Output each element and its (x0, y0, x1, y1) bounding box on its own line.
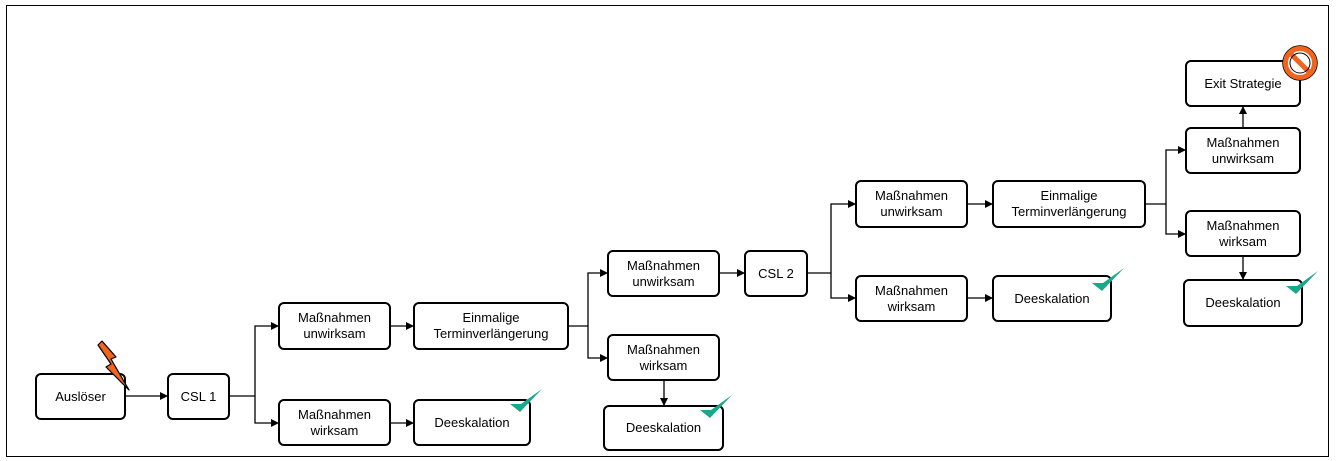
node-c-verlaengerung: Einmalige Terminverlängerung (992, 180, 1146, 228)
node-c-unwirksam: Maßnahmen unwirksam (855, 180, 968, 228)
node-b-unwirksam: Maßnahmen unwirksam (607, 250, 720, 297)
edge-a-verl-wirksam (587, 326, 608, 362)
edge-csl1-unwirksam (254, 322, 279, 396)
node-exit-strategie: Exit Strategie (1185, 60, 1301, 107)
node-csl1: CSL 1 (167, 373, 230, 420)
checkmark-icon (1286, 271, 1318, 294)
node-b-wirksam: Maßnahmen wirksam (607, 334, 720, 381)
node-a-wirksam: Maßnahmen wirksam (278, 399, 391, 446)
node-d-deeskalation: Deeskalation (1183, 279, 1303, 327)
node-csl2: CSL 2 (744, 250, 808, 297)
edge-c-verl-unwirksam (1165, 146, 1186, 204)
checkmark-icon (1092, 268, 1124, 291)
edge-csl2-wirksam (830, 273, 856, 302)
node-a-verlaengerung: Einmalige Terminverlängerung (413, 302, 569, 350)
lightning-icon (97, 340, 130, 391)
edge-a-verl-unwirksam (587, 269, 608, 326)
node-c-deeskalation: Deeskalation (992, 275, 1112, 322)
checkmark-icon (700, 395, 732, 418)
node-d-unwirksam: Maßnahmen unwirksam (1185, 127, 1301, 174)
edge-csl1-wirksam (254, 396, 279, 427)
node-c-wirksam: Maßnahmen wirksam (855, 275, 968, 322)
node-a-unwirksam: Maßnahmen unwirksam (278, 302, 391, 350)
edge-csl2-unwirksam (830, 200, 856, 273)
node-ausloeser: Auslöser (35, 373, 126, 420)
diagram-frame (6, 5, 1329, 457)
node-a-deeskalation: Deeskalation (413, 399, 531, 446)
prohibited-icon (1282, 45, 1318, 81)
edge-c-verl-wirksam (1165, 204, 1186, 238)
node-d-wirksam: Maßnahmen wirksam (1185, 210, 1301, 257)
checkmark-icon (510, 389, 542, 412)
